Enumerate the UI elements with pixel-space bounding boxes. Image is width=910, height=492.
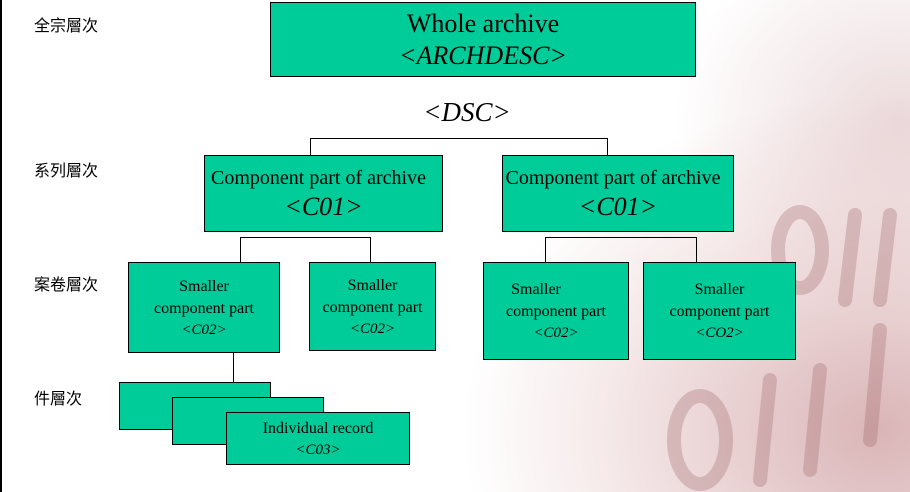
connector-item	[233, 353, 234, 382]
file-3-line1: Smaller	[511, 281, 561, 298]
file-box-1: Smaller component part <C02>	[128, 262, 280, 353]
connector-right-b	[696, 237, 697, 262]
series-left-tag: <C01>	[284, 191, 363, 221]
item-title: Individual record	[262, 419, 374, 437]
file-2-line1: Smaller	[347, 276, 398, 294]
connector-left-horizontal	[240, 237, 371, 238]
file-3-tag: <C02>	[533, 325, 579, 341]
level-label-fonds: 全宗層次	[34, 16, 99, 35]
connector-left-b	[370, 237, 371, 262]
file-2-tag: <C02>	[349, 320, 396, 337]
level-label-item: 件層次	[34, 389, 83, 408]
file-4-line1: Smaller	[694, 281, 745, 298]
file-1-line2: component part	[154, 299, 254, 317]
file-4-line2: component part	[669, 303, 770, 320]
item-box-front: Individual record <C03>	[226, 412, 410, 465]
dsc-label: <DSC>	[423, 97, 511, 127]
connector-left-a	[240, 237, 241, 262]
file-1-tag: <C02>	[181, 321, 227, 338]
connector-dsc-left	[310, 138, 311, 155]
item-tag: <C03>	[295, 441, 341, 458]
connector-right-a	[545, 237, 546, 262]
series-right-tag: <C01>	[578, 191, 658, 221]
file-4-tag: <CO2>	[695, 325, 744, 341]
file-2-line2: component part	[322, 298, 423, 316]
file-box-3: Smaller component part <C02>	[483, 262, 629, 360]
level-label-series: 系列層次	[34, 161, 99, 180]
root-title: Whole archive	[406, 8, 560, 38]
series-box-left: Component part of archive <C01>	[204, 155, 443, 232]
file-3-line2: component part	[506, 303, 606, 320]
level-label-file: 案卷層次	[34, 275, 99, 294]
left-border	[0, 0, 2, 492]
series-left-title: Component part of archive	[211, 166, 426, 189]
connector-right-horizontal	[545, 237, 697, 238]
file-box-4: Smaller component part <CO2>	[643, 262, 796, 360]
connector-dsc-horizontal	[310, 138, 608, 139]
series-right-title: Component part of archive	[505, 166, 721, 189]
root-box: Whole archive <ARCHDESC>	[270, 2, 696, 77]
file-box-2: Smaller component part <C02>	[309, 262, 436, 351]
series-box-right: Component part of archive <C01>	[502, 155, 734, 232]
root-tag: <ARCHDESC>	[399, 40, 567, 70]
connector-dsc-right	[607, 138, 608, 155]
file-1-line1: Smaller	[179, 277, 229, 295]
